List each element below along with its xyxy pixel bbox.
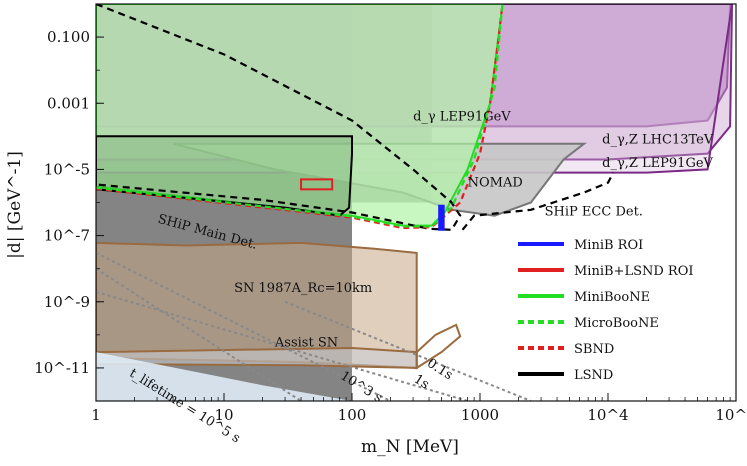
shaded-regions	[96, 4, 734, 401]
y-axis-label: |d| [GeV^-1]	[5, 151, 25, 259]
legend-label: LSND	[574, 368, 613, 383]
x-axis-label: m_N [MeV]	[361, 437, 459, 457]
y-tick-label: 10^-9	[44, 293, 90, 311]
curve-lifetime_1s	[96, 290, 468, 401]
region-lsnd	[96, 135, 353, 217]
x-tick-label: 10^4	[587, 406, 628, 424]
curve-lifetime_1e5	[96, 252, 391, 401]
curve-shipmain	[96, 4, 462, 231]
x-tick-label: 1000	[461, 406, 499, 424]
curve-sbnd	[96, 4, 504, 230]
annotation-t1s: 1s	[411, 372, 432, 393]
annotation-sn1987: SN 1987A_Rc=10km	[234, 281, 372, 296]
x-tick-label: 10^5	[715, 406, 747, 424]
legend: MiniB ROI MiniB+LSND ROI MiniBooNE MicroBoo…	[518, 238, 694, 383]
annotation-lep_gamma: d_γ LEP91GeV	[413, 110, 511, 125]
region-assist_sn_tip	[415, 323, 462, 370]
region-lifetime_bg	[96, 352, 352, 401]
legend-label: MiniB+LSND ROI	[574, 264, 694, 279]
roi-boxes	[300, 178, 445, 231]
legend-label: SBND	[574, 342, 614, 357]
annotation-nomad: NOMAD	[468, 176, 523, 191]
y-axis-ticks: 0.100 0.001 10^-5 10^-7 10^-9 10^-11	[34, 28, 104, 402]
x-tick-label: 100	[338, 406, 367, 424]
annotation-assist_sn: Assist SN	[274, 335, 338, 350]
annotation-lep_gammaZ: d_γ,Z LEP91GeV	[602, 156, 713, 171]
y-tick-label: 0.001	[47, 94, 90, 112]
curves	[96, 4, 615, 401]
curve-shipecc	[461, 172, 615, 231]
y-tick-label: 10^-11	[34, 359, 90, 377]
box-miniboone_roi	[438, 204, 445, 231]
curve-lifetime_01s	[284, 300, 532, 401]
x-tick-label: 10	[214, 406, 233, 424]
x-tick-label: 1	[91, 406, 101, 424]
box-lsnd_roi	[300, 178, 334, 191]
legend-label: MiniB ROI	[574, 238, 643, 253]
legend-label: MiniBooNE	[574, 290, 650, 305]
annotation-lhc: d_γ,Z LHC13TeV	[602, 133, 714, 148]
curve-lifetime_1e3	[96, 267, 302, 401]
legend-label: MicroBooNE	[574, 316, 659, 331]
y-tick-label: 10^-5	[44, 160, 90, 178]
y-tick-label: 10^-7	[44, 227, 90, 245]
annotation-shipecc: SHiP ECC Det.	[545, 205, 643, 220]
y-tick-label: 0.100	[47, 28, 90, 46]
x-axis-ticks: 1 10 100 1000 10^4 10^5	[91, 393, 747, 424]
